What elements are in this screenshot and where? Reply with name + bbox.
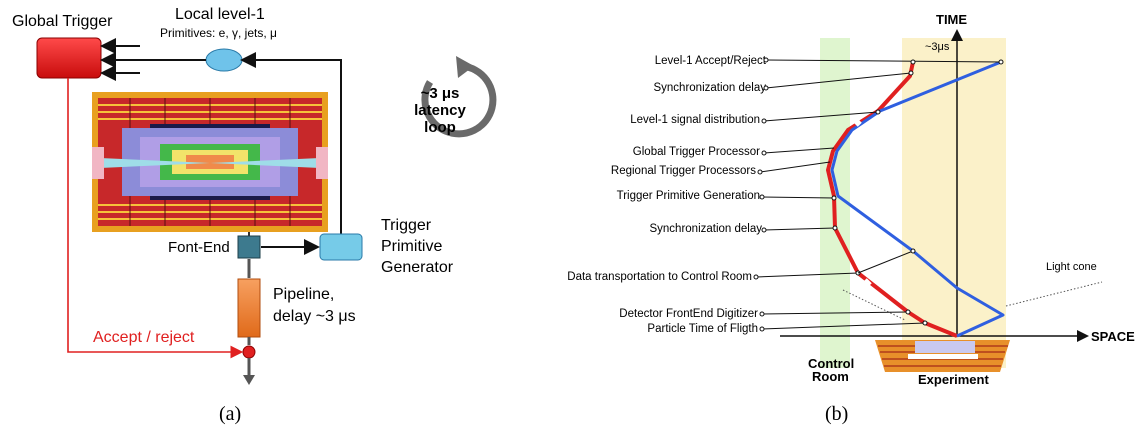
space-axis-label: SPACE [1091,329,1135,344]
label-list: Level-1 Accept/Reject Synchronization de… [567,55,767,335]
latency-label-1: ~3 μs [421,85,460,102]
global-trigger-label: Global Trigger [12,13,113,30]
panel-b: TIME SPACE ~3μs Control Room Experiment … [567,12,1135,425]
label-l1-accept: Level-1 Accept/Reject [655,55,767,67]
pipeline-label-1: Pipeline, [273,286,334,303]
label-data-transport: Data transportation to Control Room [567,271,752,283]
time-axis-label: TIME [936,12,967,27]
latency-loop-arrowhead [456,56,474,78]
pipeline-label-2: delay ~3 μs [273,308,356,325]
experiment-label: Experiment [918,372,989,387]
experiment-band [902,38,1006,368]
caption-a: (a) [219,403,241,425]
control-room-label-2: Room [812,369,849,384]
experiment-image [875,340,1010,372]
leader-lines [753,57,1004,332]
tpg-label-3: Generator [381,259,454,276]
caption-b: (b) [825,403,848,425]
latency-loop-arc [421,62,497,138]
output-arrowhead [243,375,255,385]
label-tpg: Trigger Primitive Generation [617,190,760,202]
control-room-label-1: Control [808,356,854,371]
light-cone-line-right [1005,281,1103,307]
tpg-label-2: Primitive [381,238,442,255]
pipeline-box [237,278,261,338]
label-global-trigger-proc: Global Trigger Processor [633,146,760,158]
accept-reject-line [67,78,244,359]
path-gaps [854,119,885,287]
detector-image [92,92,328,232]
loop-line [240,52,342,240]
tpg-label-1: Trigger [381,217,432,234]
local-level1-label: Local level-1 [175,6,265,23]
approx-3us-label: ~3μs [925,41,950,53]
blue-light-path [830,60,1005,338]
accept-reject-label: Accept / reject [93,329,195,346]
label-l1-signal-dist: Level-1 signal distribution [630,114,760,126]
label-sync-delay-bottom: Synchronization delay [649,223,762,235]
label-fe-digitizer: Detector FrontEnd Digitizer [619,308,758,320]
label-sync-delay-top: Synchronization delay [653,82,766,94]
latency-label-3: loop [424,119,456,136]
red-signal-path [826,61,958,338]
light-cone-line-left [842,289,906,321]
label-particle-tof: Particle Time of Fligth [647,323,758,335]
primitives-label: Primitives: e, γ, jets, μ [160,26,277,40]
global-trigger-box [36,37,102,79]
panel-a: Global Trigger Local level-1 Primitives:… [12,6,497,425]
accept-gate [242,345,256,359]
front-end-box [237,235,261,259]
latency-label-2: latency [414,102,466,119]
tpg-box [319,233,363,261]
front-end-label: Font-End [168,239,230,256]
light-cone-label: Light cone [1046,261,1097,273]
local-level1-ellipse [205,48,243,72]
label-regional-trigger-proc: Regional Trigger Processors [611,165,756,177]
